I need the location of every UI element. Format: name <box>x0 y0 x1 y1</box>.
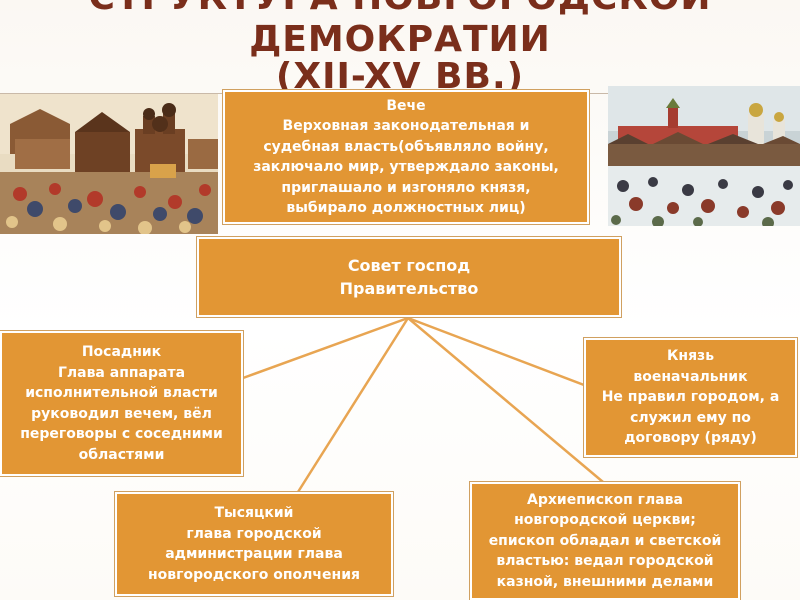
connector-to-arch <box>406 316 605 484</box>
tysyatsky-line: Тысяцкий <box>214 505 294 521</box>
posadnik-line: областями <box>78 446 165 463</box>
posadnik-line: переговоры с соседними <box>20 426 223 442</box>
connector-to-tysyatsky <box>296 316 410 494</box>
page-title-line-3: (XII-XV ВВ.) <box>275 56 525 97</box>
novgorod-market-painting <box>608 86 800 226</box>
connector-to-posadnik <box>241 316 410 380</box>
tysyatsky-box: Тысяцкий глава городской администрации г… <box>115 492 393 596</box>
connector-to-knyaz <box>406 316 586 387</box>
veche-box: Вече Верховная законодательная и судебна… <box>223 90 589 224</box>
sovet-gospod-box: Совет господ Правительство <box>197 237 621 317</box>
veche-line: выбирало должностных лиц) <box>286 200 526 216</box>
tysyatsky-line: новгородского ополчения <box>148 566 360 583</box>
archbishop-line: епископ обладал и светской <box>488 532 722 549</box>
veche-line: судебная власть(объявляло войну, <box>263 138 549 155</box>
veche-line: заключало мир, утверждало законы, <box>253 159 559 175</box>
knyaz-line: военачальник <box>633 368 748 385</box>
page-title-line-1: СТРУКТУРА НОВГОРОДСКОЙ <box>60 0 740 18</box>
knyaz-line: Князь <box>666 348 715 365</box>
posadnik-line: руководил вечем, вёл <box>31 405 212 422</box>
archbishop-line: новгородской церкви; <box>514 512 696 529</box>
archbishop-line: казной, внешними делами <box>496 573 714 590</box>
title-rule-left <box>0 93 224 94</box>
veche-gathering-painting <box>0 94 218 234</box>
veche-line: приглашало и изгоняло князя, <box>281 179 531 196</box>
sovet-line: Совет господ <box>347 256 471 275</box>
archbishop-box: Архиепископ глава новгородской церкви; е… <box>470 482 740 600</box>
posadnik-line: Глава аппарата <box>57 364 186 381</box>
tysyatsky-line: администрации глава <box>165 546 343 562</box>
knyaz-line: договору (ряду) <box>624 430 757 447</box>
sovet-line: Правительство <box>339 279 479 298</box>
knyaz-box: Князь военачальник Не правил городом, а … <box>584 338 797 457</box>
knyaz-line: Не правил городом, а <box>601 389 780 406</box>
posadnik-box: Посадник Глава аппарата исполнительной в… <box>0 331 243 476</box>
knyaz-line: служил ему по <box>630 409 751 426</box>
veche-line: Верховная законодательная и <box>282 118 530 134</box>
posadnik-line: Посадник <box>81 344 162 360</box>
page-title-line-2: ДЕМОКРАТИИ <box>249 19 551 60</box>
posadnik-line: исполнительной власти <box>25 385 218 401</box>
archbishop-line: Архиепископ глава <box>527 491 683 508</box>
tysyatsky-line: глава городской <box>186 525 322 542</box>
veche-line: Вече <box>386 97 426 114</box>
archbishop-line: властью: ведал городской <box>496 553 714 570</box>
